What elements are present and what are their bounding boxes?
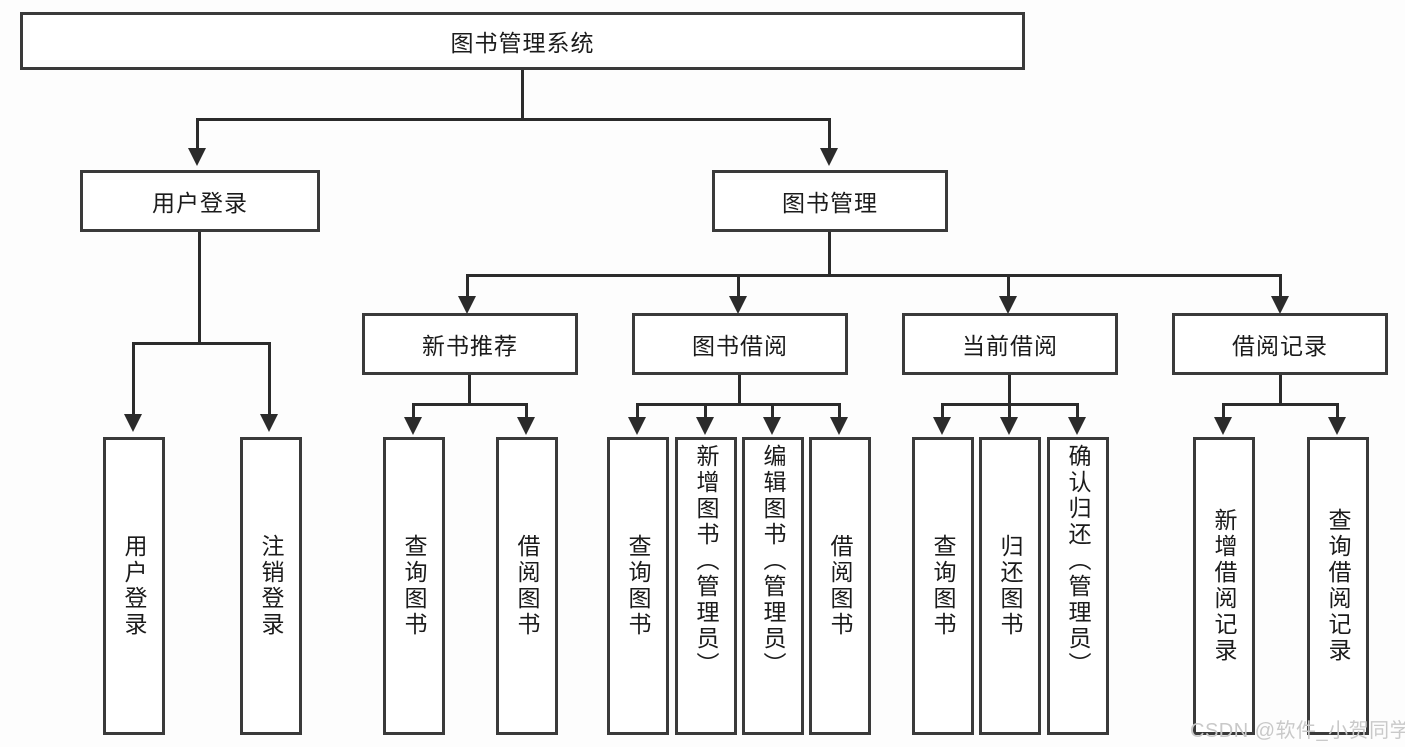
node-label: 新增借阅记录 [1211, 508, 1237, 664]
arrowhead-current-borrow-leaf-2 [1000, 417, 1018, 435]
connector-new-book-recommend-stem [468, 375, 471, 403]
node-label: 新增图书（管理员） [693, 444, 719, 678]
node-user-login[interactable]: 用户登录 [80, 170, 320, 232]
connector-new-book-recommend-leaf-1 [412, 403, 415, 417]
node-label: 查询图书 [401, 534, 427, 638]
node-label: 查询图书 [625, 534, 651, 638]
leaf-new-book-recommend-borrow-book[interactable]: 借阅图书 [496, 437, 558, 735]
node-new-book-recommend[interactable]: 新书推荐 [362, 313, 578, 375]
arrowhead-book-borrow-leaf-1 [628, 417, 646, 435]
node-label: 图书借阅 [692, 333, 788, 359]
connector-borrow-record-leaf-2 [1336, 403, 1339, 417]
node-label: 新书推荐 [422, 333, 518, 359]
connector-book-borrow-leaf-1 [636, 403, 639, 417]
leaf-user-login-login[interactable]: 用户登录 [103, 437, 165, 735]
arrowhead-new-book-recommend-leaf-1 [404, 417, 422, 435]
node-label: 归还图书 [997, 534, 1023, 638]
connector-current-borrow-leaf-3 [1076, 403, 1079, 417]
arrowhead-borrow-record-leaf-2 [1328, 417, 1346, 435]
connector-to-borrow-record [1279, 274, 1282, 296]
connector-root-to-user-login [196, 118, 199, 148]
connector-book-borrow-leaf-3 [771, 403, 774, 417]
node-label: 查询借阅记录 [1325, 508, 1351, 664]
connector-level3-bus [466, 274, 1282, 277]
node-label: 查询图书 [930, 534, 956, 638]
arrowhead-root-to-book-management [820, 148, 838, 166]
arrowhead-new-book-recommend-leaf-2 [517, 417, 535, 435]
node-label: 用户登录 [152, 190, 248, 216]
connector-current-borrow-stem [1008, 375, 1011, 403]
connector-borrow-record-leaf-1 [1222, 403, 1225, 417]
connector-to-book-borrow [737, 274, 740, 296]
leaf-current-borrow-return-book[interactable]: 归还图书 [979, 437, 1041, 735]
arrowhead-user-login-leaf-2 [260, 414, 278, 432]
leaf-current-borrow-confirm-return-admin[interactable]: 确认归还（管理员） [1047, 437, 1109, 735]
leaf-user-login-logout[interactable]: 注销登录 [240, 437, 302, 735]
arrowhead-root-to-user-login [188, 148, 206, 166]
node-book-borrow[interactable]: 图书借阅 [632, 313, 848, 375]
connector-book-borrow-leaf-2 [704, 403, 707, 417]
connector-current-borrow-leaf-1 [941, 403, 944, 417]
node-label: 确认归还（管理员） [1065, 444, 1091, 678]
leaf-book-borrow-borrow-book[interactable]: 借阅图书 [809, 437, 871, 735]
node-label: 注销登录 [258, 534, 284, 638]
node-label: 用户登录 [121, 534, 147, 638]
leaf-new-book-recommend-query-book[interactable]: 查询图书 [383, 437, 445, 735]
node-borrow-record[interactable]: 借阅记录 [1172, 313, 1388, 375]
arrowhead-current-borrow-leaf-3 [1068, 417, 1086, 435]
connector-book-borrow-bus [636, 403, 840, 406]
node-label: 图书管理 [782, 190, 878, 216]
leaf-borrow-record-add-record[interactable]: 新增借阅记录 [1193, 437, 1255, 735]
arrowhead-book-borrow-leaf-4 [830, 417, 848, 435]
arrowhead-borrow-record [1271, 296, 1289, 314]
node-label: 借阅图书 [827, 534, 853, 638]
csdn-watermark: CSDN @软件_小贺同学 [1190, 720, 1405, 742]
connector-book-borrow-leaf-4 [838, 403, 841, 417]
leaf-borrow-record-query-record[interactable]: 查询借阅记录 [1307, 437, 1369, 735]
connector-user-login-to-leaf-1 [132, 342, 135, 414]
connector-user-login-bus [132, 342, 270, 345]
connector-root-to-book-management [828, 118, 831, 148]
node-current-borrow[interactable]: 当前借阅 [902, 313, 1118, 375]
leaf-current-borrow-query-book[interactable]: 查询图书 [912, 437, 974, 735]
connector-user-login-stem [198, 232, 201, 342]
arrowhead-book-borrow-leaf-3 [763, 417, 781, 435]
arrowhead-book-borrow-leaf-2 [696, 417, 714, 435]
connector-root-bus [196, 118, 830, 121]
leaf-book-borrow-edit-book-admin[interactable]: 编辑图书（管理员） [742, 437, 804, 735]
node-label: 编辑图书（管理员） [760, 444, 786, 678]
leaf-book-borrow-query-book[interactable]: 查询图书 [607, 437, 669, 735]
connector-user-login-to-leaf-2 [268, 342, 271, 414]
arrowhead-new-book-recommend [458, 296, 476, 314]
connector-borrow-record-stem [1279, 375, 1282, 403]
connector-new-book-recommend-leaf-2 [525, 403, 528, 417]
connector-to-current-borrow [1007, 274, 1010, 296]
arrowhead-book-borrow [729, 296, 747, 314]
connector-new-book-recommend-bus [412, 403, 528, 406]
node-label: 当前借阅 [962, 333, 1058, 359]
arrowhead-borrow-record-leaf-1 [1214, 417, 1232, 435]
leaf-book-borrow-add-book-admin[interactable]: 新增图书（管理员） [675, 437, 737, 735]
connector-current-borrow-leaf-2 [1008, 403, 1011, 417]
node-label: 图书管理系统 [450, 30, 595, 56]
node-book-management[interactable]: 图书管理 [712, 170, 948, 232]
arrowhead-current-borrow-leaf-1 [933, 417, 951, 435]
node-label: 借阅记录 [1232, 333, 1328, 359]
connector-book-management-stem [828, 232, 831, 274]
arrowhead-current-borrow [999, 296, 1017, 314]
connector-borrow-record-bus [1222, 403, 1339, 406]
arrowhead-user-login-leaf-1 [124, 414, 142, 432]
node-root-book-management-system[interactable]: 图书管理系统 [20, 12, 1025, 70]
node-label: 借阅图书 [514, 534, 540, 638]
connector-to-new-book-recommend [466, 274, 469, 296]
connector-book-borrow-stem [738, 375, 741, 403]
connector-root-stem [521, 70, 524, 118]
